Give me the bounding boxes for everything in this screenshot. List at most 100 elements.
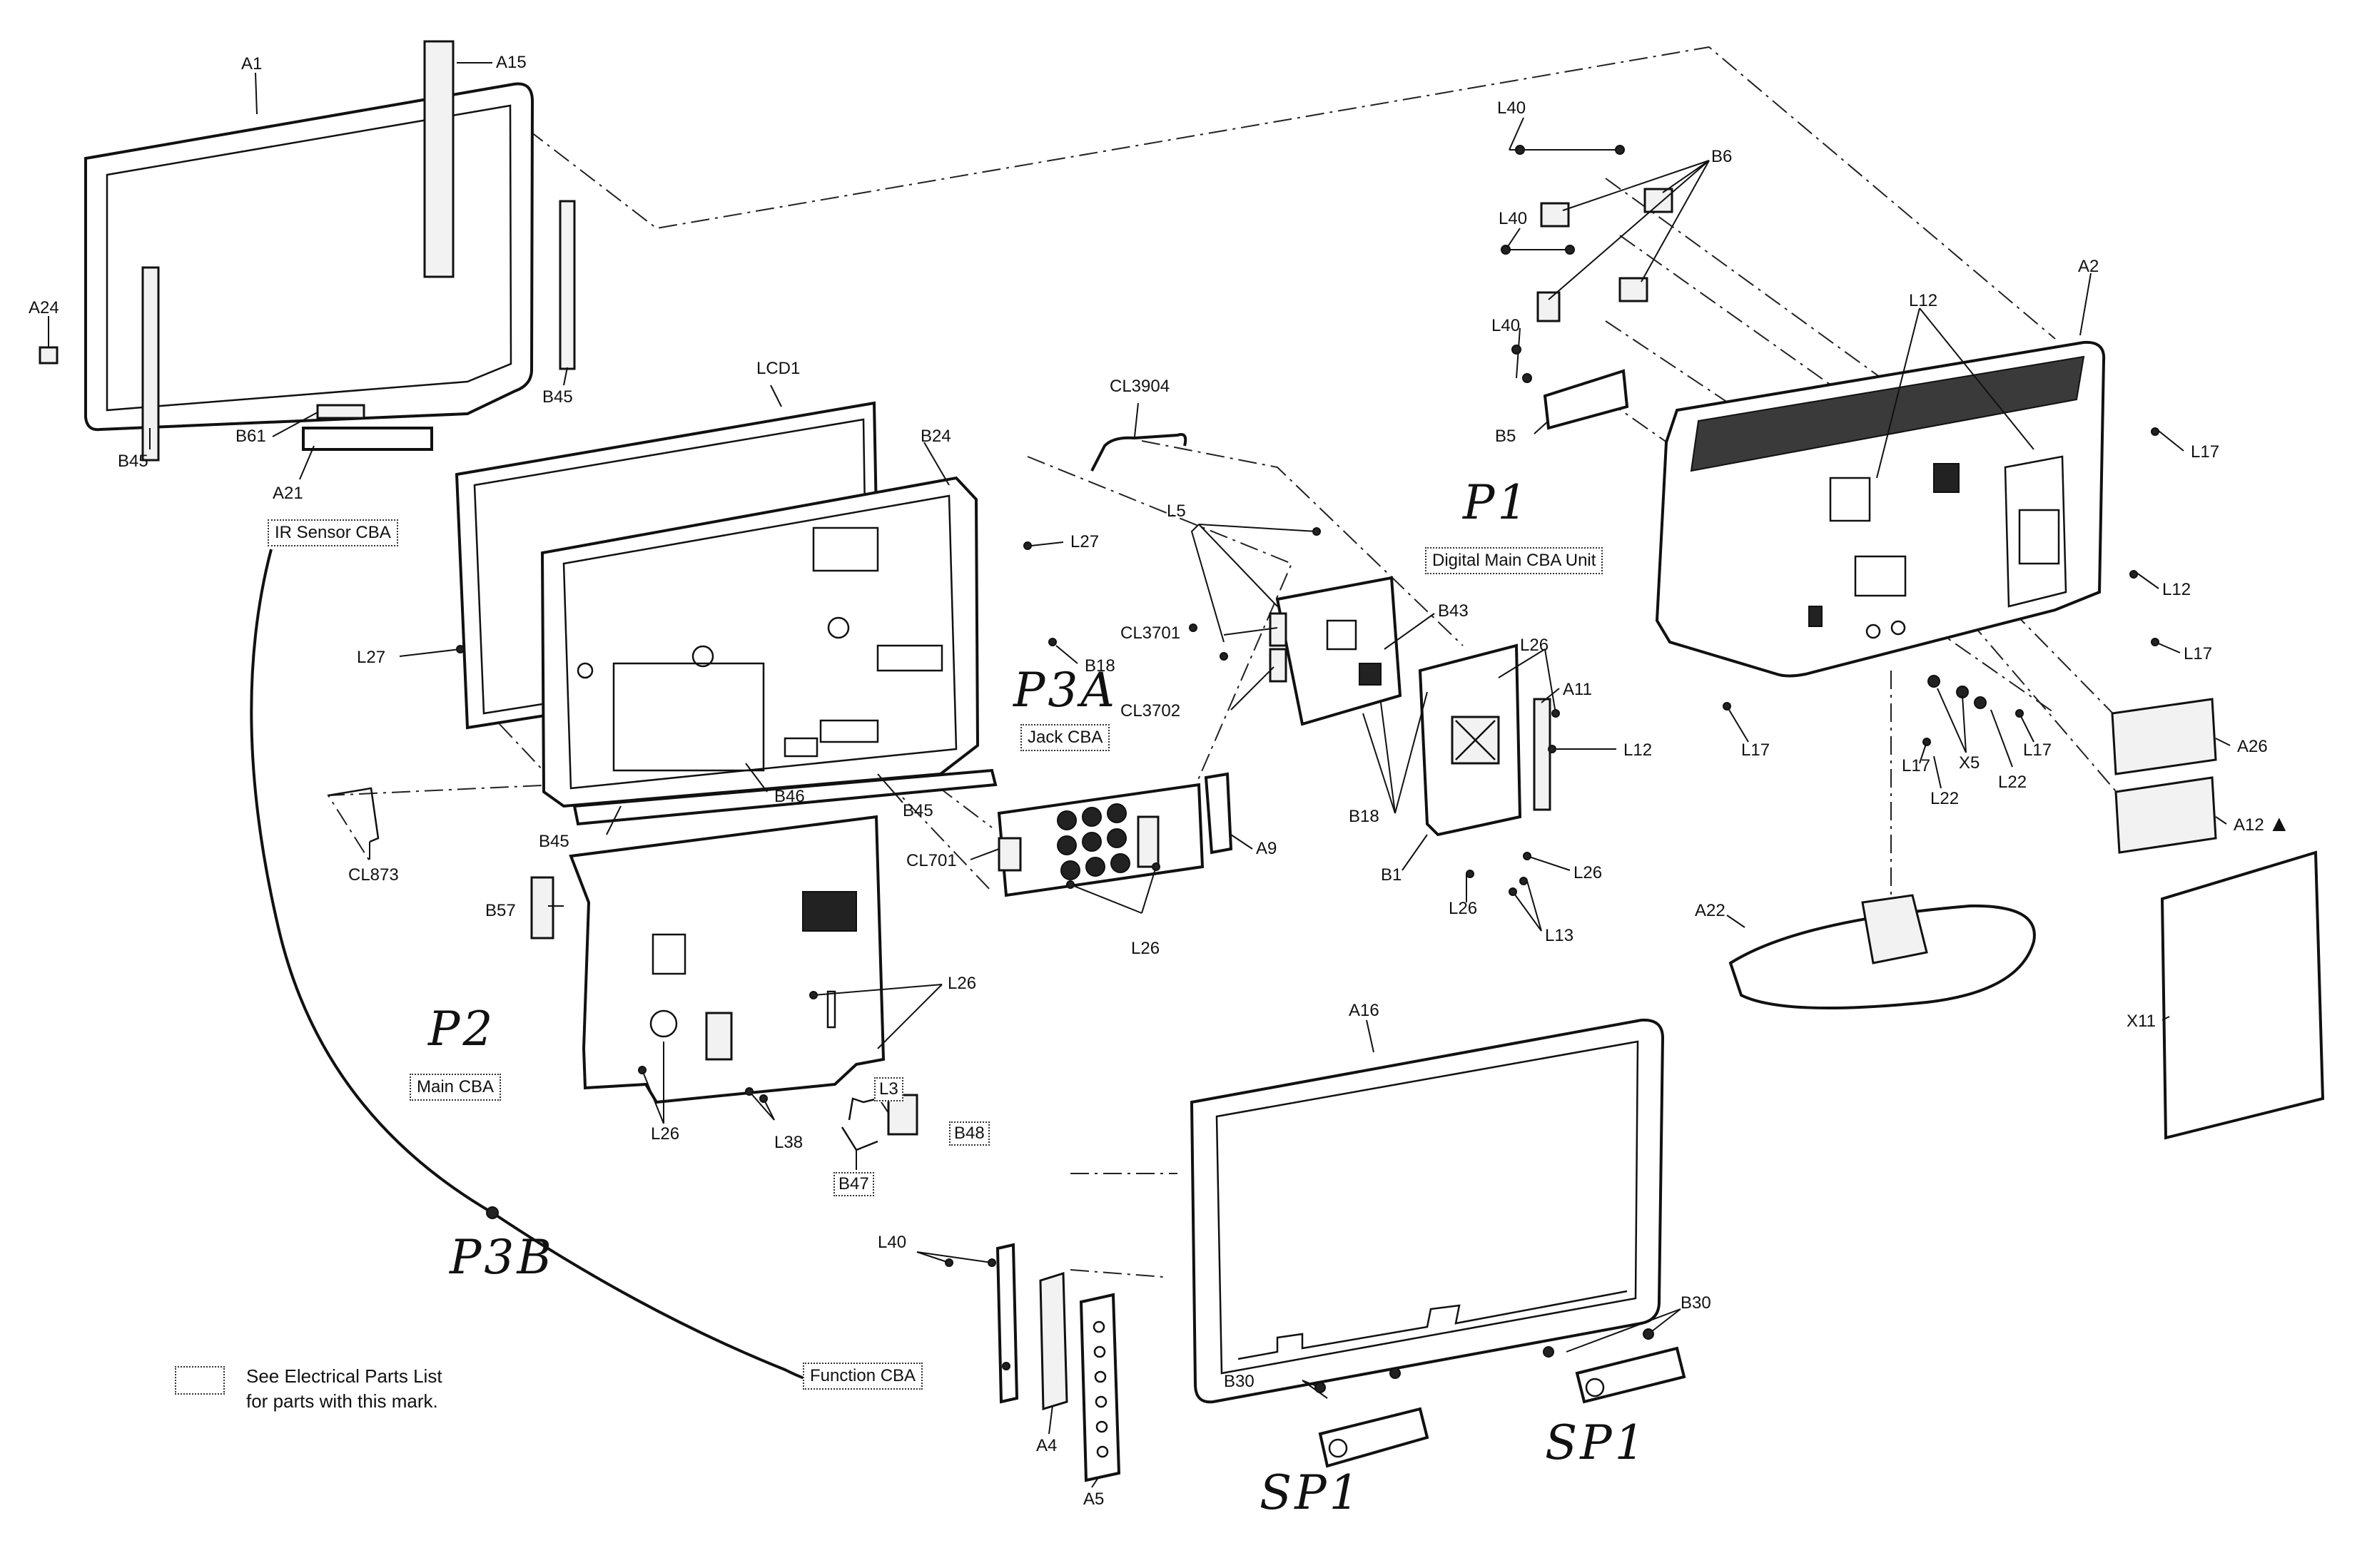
digital-main-cba-unit [1269, 576, 1551, 837]
label-b18-dig: B18 [1349, 807, 1379, 826]
label-cl3701: CL3701 [1120, 623, 1181, 643]
label-cl3702: CL3702 [1120, 701, 1181, 721]
label-l17-d: L17 [1902, 756, 1931, 775]
sheet-x11 [2160, 850, 2325, 1140]
label-a15: A15 [496, 53, 527, 72]
label-a2: A2 [2078, 257, 2099, 276]
label-a21: A21 [273, 484, 303, 503]
label-l3: L3 [874, 1077, 903, 1101]
label-l27-left: L27 [357, 648, 386, 667]
legend-dotted-box [175, 1366, 225, 1395]
connector-b57 [530, 876, 554, 940]
label-b45-left: B45 [118, 452, 148, 471]
label-l5: L5 [1167, 502, 1186, 521]
label-b61: B61 [235, 427, 266, 446]
label-l26-dig-b: L26 [1449, 899, 1478, 918]
label-l40-c: L40 [1491, 316, 1521, 335]
legend-line-1: See Electrical Parts List [246, 1365, 442, 1387]
handwritten-p3b: P3B [450, 1230, 554, 1285]
speaker-right [1575, 1346, 1686, 1404]
handwritten-sp1-right: SP1 [1545, 1415, 1648, 1470]
part-b47 [841, 1126, 878, 1151]
part-a5 [1079, 1293, 1121, 1482]
legend-text: See Electrical Parts List for parts with… [246, 1364, 442, 1414]
label-l12-top: L12 [1909, 291, 1938, 310]
label-a1: A1 [241, 54, 263, 73]
ir-sensor-board [302, 427, 433, 451]
function-cba-parts [995, 1243, 1121, 1482]
label-a22: A22 [1695, 901, 1725, 920]
label-l26-main-r: L26 [948, 974, 977, 993]
label-x11: X11 [2127, 1012, 2156, 1031]
rear-frame-a16 [1190, 1018, 1665, 1404]
label-b30-r: B30 [1681, 1293, 1711, 1313]
label-b45-b: B45 [539, 832, 569, 851]
label-l26-main-l: L26 [651, 1124, 680, 1144]
label-b45-a: B45 [903, 801, 933, 820]
label-a26 [2111, 698, 2217, 775]
label-b30-l: B30 [1224, 1372, 1255, 1391]
screws [456, 145, 2159, 1393]
label-l12-r: L12 [2162, 580, 2191, 599]
label-l27-right: L27 [1070, 532, 1100, 551]
label-b48: B48 [949, 1121, 990, 1146]
label-a11: A11 [1563, 680, 1592, 699]
jack-cba-board [997, 772, 1233, 897]
label-lcd1: LCD1 [756, 359, 801, 378]
box-function-cba: Function CBA [803, 1363, 923, 1390]
label-a26: A26 [2237, 737, 2268, 756]
label-l26-dig-t: L26 [1520, 636, 1549, 655]
label-b18-mid: B18 [1085, 656, 1115, 676]
box-main-cba: Main CBA [410, 1074, 502, 1101]
label-l17-c: L17 [1741, 740, 1770, 760]
label-b57: B57 [485, 901, 516, 920]
handwritten-p3a: P3A [1013, 663, 1118, 718]
handwritten-sp1-left: SP1 [1260, 1465, 1362, 1520]
bracket-a9 [1204, 772, 1233, 855]
label-l17-b: L17 [2184, 644, 2213, 663]
box-ir-sensor-cba: IR Sensor CBA [268, 519, 398, 546]
warning-mark-icon: ▲ [2268, 810, 2291, 836]
label-b45-right: B45 [542, 387, 573, 407]
tape-b45-right [559, 200, 576, 370]
main-cba-board [530, 815, 918, 1151]
part-b61 [316, 404, 365, 419]
sheets [2111, 698, 2325, 1140]
label-cl3904: CL3904 [1110, 377, 1170, 396]
label-l13: L13 [1545, 926, 1574, 945]
front-bezel-a1 [39, 40, 576, 462]
ir-sensor-cable [250, 549, 814, 1382]
label-l17-a: L17 [2191, 442, 2220, 462]
label-l40-b: L40 [1499, 209, 1528, 228]
label-a4: A4 [1036, 1436, 1058, 1455]
label-l40-func: L40 [878, 1233, 907, 1252]
label-a16: A16 [1349, 1001, 1379, 1020]
handwritten-p1: P1 [1463, 475, 1531, 530]
label-b5: B5 [1495, 427, 1516, 446]
label-l26-jack: L26 [1131, 939, 1160, 958]
label-l26-dig-r: L26 [1573, 863, 1603, 882]
cable-cl3904 [1090, 433, 1187, 472]
label-cl873: CL873 [348, 865, 399, 885]
tape-a15 [423, 40, 455, 278]
part-a4 [1039, 1271, 1068, 1411]
speaker-left [1318, 1407, 1429, 1468]
leader-lines [48, 62, 2231, 1488]
label-l12-mid: L12 [1623, 740, 1653, 760]
bracket-a11 [1533, 698, 1551, 811]
chassis-b24 [328, 476, 998, 843]
label-b6: B6 [1711, 147, 1733, 166]
label-b24: B24 [921, 427, 951, 446]
handwritten-p2: P2 [428, 1002, 496, 1057]
hinges-b6 [1536, 188, 1673, 322]
label-l17-e: L17 [2023, 740, 2052, 760]
label-l22-b: L22 [1998, 773, 2027, 792]
label-a24: A24 [29, 298, 59, 317]
rear-cover-a2 [1655, 340, 2106, 678]
label-a12: A12 [2234, 815, 2264, 835]
label-a9: A9 [1256, 839, 1277, 858]
box-jack-cba: Jack CBA [1020, 724, 1110, 751]
label-l22-a: L22 [1930, 789, 1960, 808]
label-cl701: CL701 [906, 851, 957, 870]
